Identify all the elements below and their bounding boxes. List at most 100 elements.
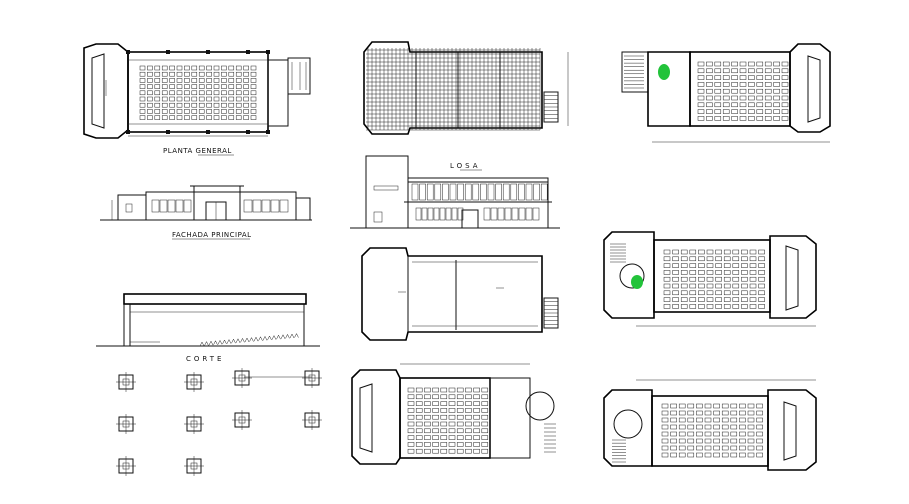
seat	[756, 403, 763, 409]
window	[183, 199, 192, 213]
seat	[228, 109, 235, 114]
seat	[749, 283, 757, 289]
seat	[213, 78, 220, 83]
window	[518, 183, 525, 201]
seat	[473, 401, 480, 406]
structural-stair	[544, 297, 558, 329]
seat	[243, 65, 249, 71]
seat	[191, 115, 198, 120]
seat	[706, 61, 713, 67]
seat	[706, 249, 714, 255]
seat	[715, 256, 722, 262]
seat	[139, 109, 146, 114]
seat	[739, 68, 747, 74]
seat	[481, 448, 489, 454]
seat	[741, 256, 748, 262]
seat	[696, 410, 703, 416]
seat	[228, 65, 235, 71]
seat	[670, 431, 677, 437]
seat	[731, 68, 738, 74]
seat	[722, 68, 730, 74]
seat	[698, 263, 705, 268]
window	[540, 183, 548, 201]
window	[433, 207, 440, 221]
window	[525, 183, 533, 201]
seat	[161, 109, 168, 114]
seat	[456, 448, 464, 454]
seat	[448, 401, 456, 406]
corte-seating-steps	[199, 333, 299, 347]
seat	[749, 263, 757, 268]
seat	[730, 403, 738, 409]
seat	[169, 78, 175, 83]
seat	[154, 102, 161, 108]
seat	[161, 65, 168, 71]
seat	[758, 249, 765, 255]
seat	[747, 410, 755, 416]
footing	[184, 414, 204, 434]
seat	[714, 75, 722, 80]
window	[445, 207, 452, 221]
window	[252, 199, 262, 213]
seat	[672, 270, 679, 275]
seat	[221, 115, 227, 120]
planta-general-plan	[83, 43, 311, 139]
seat	[687, 403, 695, 409]
window	[449, 183, 457, 201]
seat	[756, 431, 763, 437]
seat	[680, 297, 688, 302]
seat	[415, 435, 423, 440]
seat	[706, 75, 713, 80]
window	[483, 207, 491, 221]
seat	[749, 290, 757, 296]
column	[206, 50, 210, 54]
seat	[714, 95, 722, 101]
seat	[714, 102, 722, 108]
seat	[739, 445, 746, 451]
fachada-principal-elevation	[100, 185, 312, 221]
seat	[723, 283, 731, 289]
seat	[661, 417, 669, 423]
seat	[706, 68, 713, 74]
seat	[687, 445, 695, 451]
seat	[448, 394, 456, 400]
seat	[739, 403, 746, 409]
seat	[764, 116, 772, 121]
window	[411, 183, 419, 201]
roof-plan	[363, 41, 569, 135]
seat	[473, 394, 480, 400]
seat	[689, 256, 697, 262]
window	[421, 207, 428, 221]
seat	[698, 283, 705, 289]
seat	[473, 435, 480, 440]
seat	[747, 424, 755, 430]
seat	[739, 424, 746, 430]
seat	[706, 304, 714, 309]
seat	[198, 109, 205, 114]
stair	[624, 55, 644, 89]
seat	[191, 71, 198, 77]
seat	[739, 95, 747, 101]
window	[243, 199, 253, 213]
seat	[706, 290, 714, 296]
seat	[773, 82, 780, 87]
seat	[481, 442, 489, 447]
seat	[731, 82, 738, 87]
footing	[232, 410, 252, 430]
seat	[732, 270, 740, 275]
seat	[235, 115, 242, 120]
seat-step	[276, 334, 281, 340]
footing	[116, 372, 136, 392]
seat	[713, 438, 720, 444]
seat	[706, 270, 714, 275]
seat	[169, 71, 175, 77]
seat	[456, 401, 464, 406]
structural-plan	[361, 247, 559, 341]
seat	[415, 428, 423, 434]
seat	[773, 116, 780, 121]
seat	[781, 109, 789, 114]
seat	[169, 65, 175, 71]
seat	[456, 387, 464, 393]
seat	[721, 452, 729, 458]
seat	[764, 102, 772, 108]
